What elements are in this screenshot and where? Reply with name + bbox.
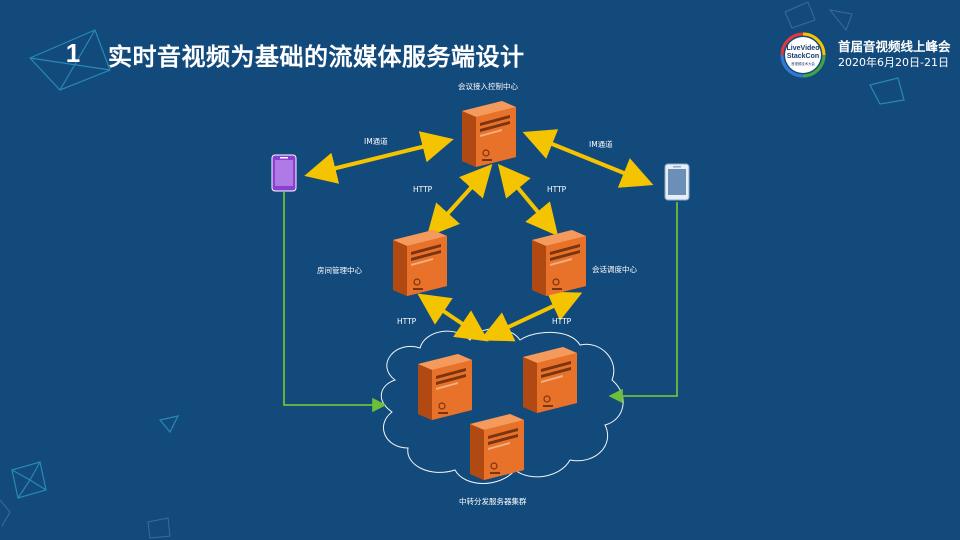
slide-number: 1 (65, 38, 81, 68)
http-label-top-right: HTTP (547, 185, 567, 194)
svg-text:LiveVideo: LiveVideo (787, 45, 820, 52)
arrow-http-top-right (497, 163, 559, 237)
im-channel-label-left: IM通道 (364, 137, 388, 146)
svg-text:音视频技术大会: 音视频技术大会 (791, 61, 815, 66)
mobile-phone-icon (664, 163, 690, 201)
control-center-server-icon (461, 100, 517, 168)
link-left-phone-cluster (283, 192, 387, 413)
conference-date: 2020年6月20日-21日 (838, 56, 949, 69)
http-label-bottom-left: HTTP (397, 317, 417, 326)
http-label-bottom-right: HTTP (552, 317, 572, 326)
im-channel-label-right: IM通道 (589, 140, 613, 149)
room-management-label: 房间管理中心 (317, 266, 362, 275)
relay-server-icon (522, 346, 578, 414)
arrow-http-bottom-right (479, 291, 583, 342)
conference-logo: LiveVideo StackCon 音视频技术大会 (780, 32, 826, 78)
relay-server-icon (417, 353, 473, 421)
control-center-label: 会议接入控制中心 (458, 82, 518, 91)
mobile-phone-icon (271, 154, 297, 192)
arrow-im-right (522, 129, 654, 188)
svg-text:StackCon: StackCon (787, 53, 819, 60)
arrow-http-bottom-left (417, 293, 489, 342)
arrow-http-top-left (426, 164, 493, 237)
link-right-phone-cluster (608, 202, 678, 404)
relay-cluster-label: 中转分发服务器集群 (459, 497, 527, 506)
room-management-server-icon (392, 229, 448, 297)
slide-title: 实时音视频为基础的流媒体服务端设计 (108, 43, 525, 71)
session-scheduling-server-icon (531, 229, 587, 297)
arrow-im-left (304, 131, 454, 184)
conference-name: 首届音视频线上峰会 (838, 39, 951, 54)
relay-server-icon (469, 413, 525, 481)
http-label-top-left: HTTP (413, 185, 433, 194)
session-scheduling-label: 会话调度中心 (592, 265, 637, 274)
